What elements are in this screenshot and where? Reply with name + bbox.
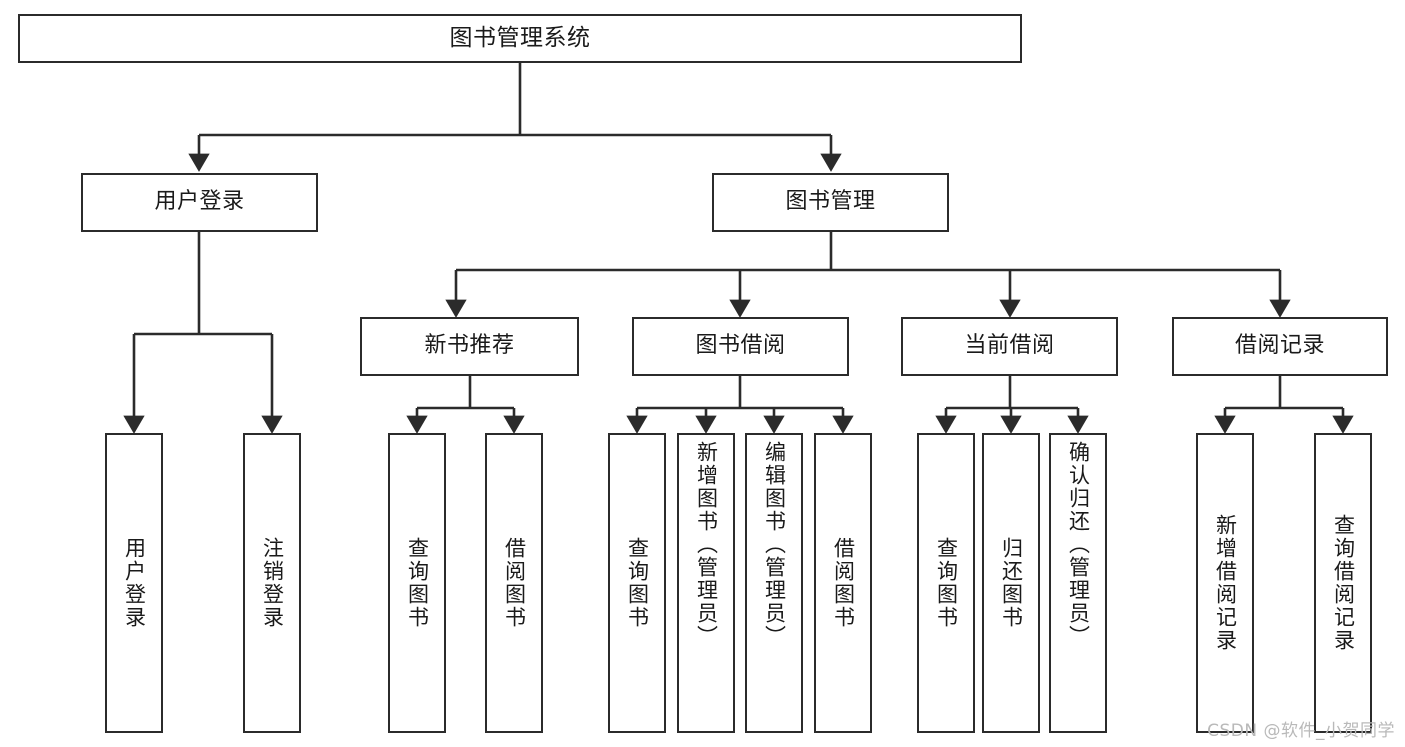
leaf-query-book-1-label: 查询图书: [405, 537, 430, 629]
node-user-login-label: 用户登录: [154, 189, 245, 215]
leaf-borrow-book-1[interactable]: 借阅图书: [485, 433, 543, 733]
leaf-user-login[interactable]: 用户登录: [105, 433, 163, 733]
leaf-logout-login-label: 注销登录: [260, 537, 285, 629]
leaf-borrow-book-2-label: 借阅图书: [831, 537, 856, 629]
node-book-borrow[interactable]: 图书借阅: [632, 317, 849, 376]
leaf-query-book-3[interactable]: 查询图书: [917, 433, 975, 733]
node-book-manage[interactable]: 图书管理: [712, 173, 949, 232]
leaf-return-book[interactable]: 归还图书: [982, 433, 1040, 733]
leaf-confirm-return[interactable]: 确认归还（管理员）: [1049, 433, 1107, 733]
leaf-query-record-label: 查询借阅记录: [1331, 514, 1356, 652]
leaf-add-record[interactable]: 新增借阅记录: [1196, 433, 1254, 733]
leaf-user-login-label: 用户登录: [122, 537, 147, 629]
leaf-edit-book[interactable]: 编辑图书（管理员）: [745, 433, 803, 733]
node-current-borrow-label: 当前借阅: [964, 333, 1055, 359]
leaf-query-book-1[interactable]: 查询图书: [388, 433, 446, 733]
node-book-borrow-label: 图书借阅: [695, 333, 786, 359]
leaf-borrow-book-2[interactable]: 借阅图书: [814, 433, 872, 733]
leaf-query-book-3-label: 查询图书: [934, 537, 959, 629]
leaf-edit-book-label: 编辑图书（管理员）: [762, 441, 787, 648]
node-book-manage-label: 图书管理: [785, 189, 876, 215]
leaf-add-record-label: 新增借阅记录: [1213, 514, 1238, 652]
node-borrow-record-label: 借阅记录: [1234, 333, 1325, 359]
node-borrow-record[interactable]: 借阅记录: [1172, 317, 1388, 376]
leaf-logout-login[interactable]: 注销登录: [243, 433, 301, 733]
leaf-query-book-2-label: 查询图书: [625, 537, 650, 629]
node-current-borrow[interactable]: 当前借阅: [901, 317, 1118, 376]
node-user-login[interactable]: 用户登录: [81, 173, 318, 232]
leaf-return-book-label: 归还图书: [999, 537, 1024, 629]
leaf-borrow-book-1-label: 借阅图书: [502, 537, 527, 629]
node-root-label: 图书管理系统: [449, 24, 591, 51]
leaf-query-record[interactable]: 查询借阅记录: [1314, 433, 1372, 733]
leaf-query-book-2[interactable]: 查询图书: [608, 433, 666, 733]
node-new-book-recommend[interactable]: 新书推荐: [360, 317, 579, 376]
leaf-add-book-label: 新增图书（管理员）: [694, 441, 719, 648]
watermark: CSDN @软件_小贺同学: [1207, 721, 1395, 741]
node-root[interactable]: 图书管理系统: [18, 14, 1022, 63]
node-new-book-recommend-label: 新书推荐: [424, 333, 515, 359]
leaf-confirm-return-label: 确认归还（管理员）: [1066, 441, 1091, 648]
leaf-add-book[interactable]: 新增图书（管理员）: [677, 433, 735, 733]
